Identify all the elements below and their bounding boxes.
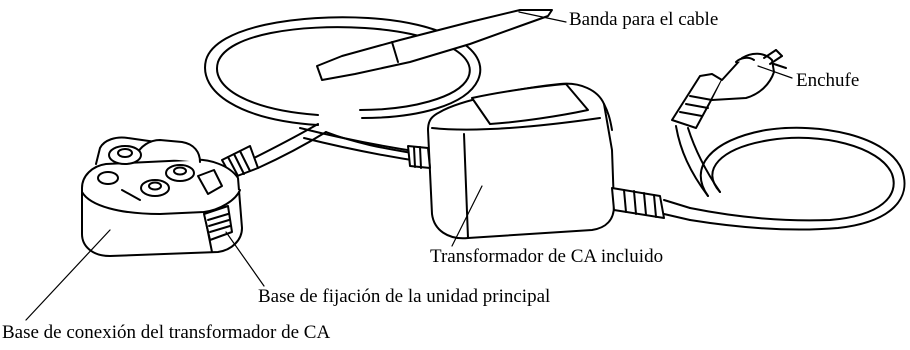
strain-relief-transformer-left <box>407 145 431 169</box>
leader-conexion <box>25 229 111 321</box>
base-unit <box>81 136 243 257</box>
leader-banda <box>518 11 567 23</box>
leader-fijacion <box>225 231 265 287</box>
leader-transformador <box>451 185 483 247</box>
label-base-conexion: Base de conexión del transformador de CA <box>2 322 331 343</box>
strain-relief-transformer-right <box>611 187 691 221</box>
label-transformador: Transformador de CA incluido <box>430 246 664 267</box>
label-banda-para-el-cable: Banda para el cable <box>569 9 719 30</box>
label-enchufe: Enchufe <box>796 70 860 91</box>
cable-base-to-transformer <box>249 123 413 169</box>
transformer <box>427 82 615 240</box>
label-base-fijacion: Base de fijación de la unidad principal <box>258 286 551 307</box>
plug <box>671 49 787 129</box>
callout-leaders <box>25 11 793 321</box>
cable-coil-right <box>675 125 906 231</box>
cable-band <box>316 9 553 81</box>
leader-enchufe <box>757 65 793 79</box>
